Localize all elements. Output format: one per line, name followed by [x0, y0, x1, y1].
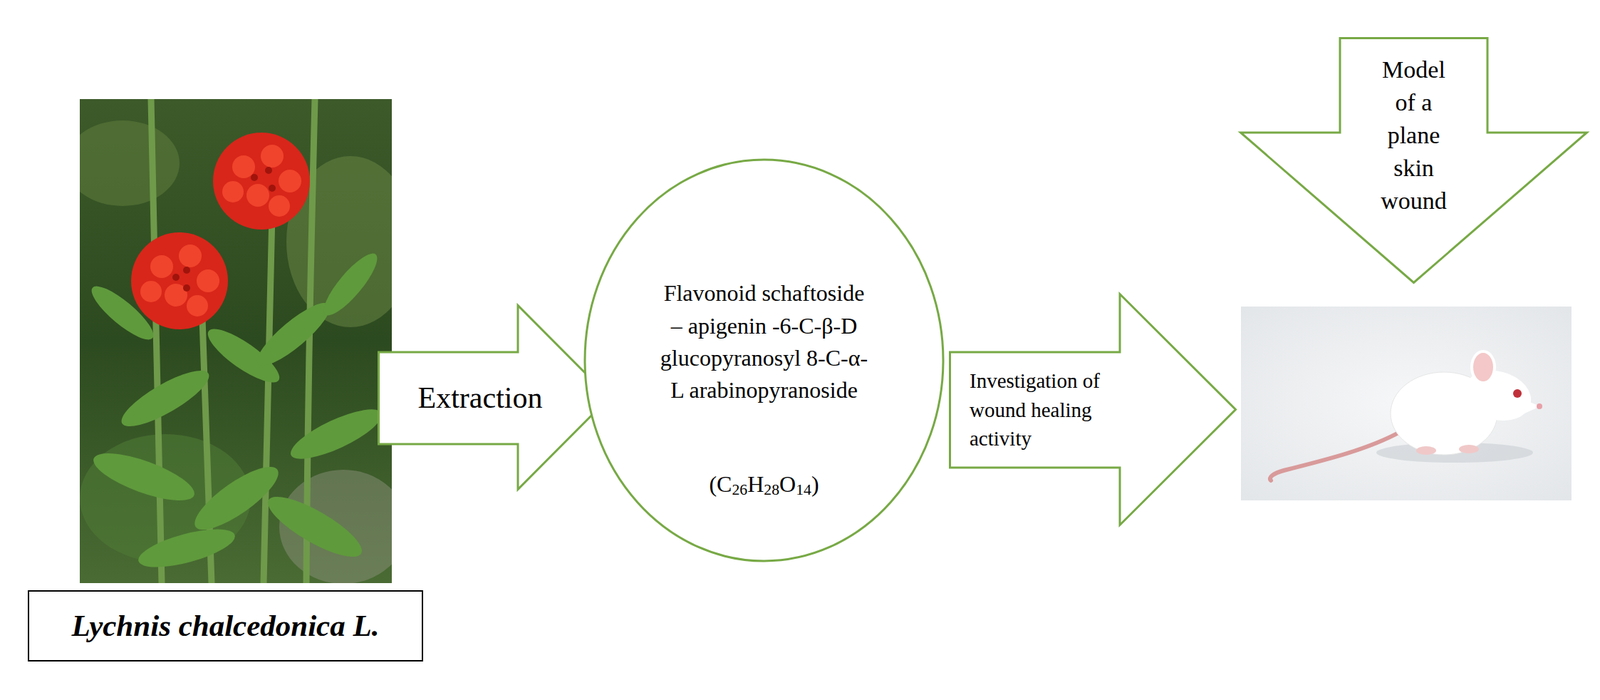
- species-label-box: Lychnis chalcedonica L.: [27, 589, 424, 662]
- node-text: Lychnis chalcedonica L.: [71, 606, 380, 644]
- wound-model-block-arrow: Model of a plane skin wound: [1239, 37, 1588, 284]
- investigation-block-arrow: Investigation of wound healing activity: [948, 292, 1237, 526]
- text-region: Flavonoid schaftoside – apigenin -6-C-β-…: [653, 220, 875, 464]
- text-region: Investigation of wound healing activity: [958, 354, 1152, 466]
- node-text: Investigation of wound healing activity: [969, 366, 1141, 454]
- extraction-block-arrow: Extraction: [377, 304, 611, 491]
- outline-path: [378, 305, 610, 490]
- compound-ellipse: Flavonoid schaftoside – apigenin -6-C-β-…: [583, 158, 945, 563]
- text-region: Extraction: [387, 354, 573, 442]
- outline-path: [584, 159, 944, 561]
- outline-path: [28, 590, 423, 661]
- node-text: Flavonoid schaftoside – apigenin -6-C-β-…: [657, 277, 872, 407]
- node-text: (C26H28O14): [708, 469, 819, 501]
- outline-path: [1240, 38, 1588, 283]
- text-region: (C26H28O14): [653, 464, 875, 505]
- outline-path: [950, 294, 1236, 526]
- mouse-photo: [1240, 306, 1572, 501]
- plant-photo: [79, 99, 392, 583]
- text-region: Lychnis chalcedonica L.: [33, 594, 418, 657]
- node-text: Extraction: [418, 379, 543, 416]
- text-region: Model of a plane skin wound: [1339, 45, 1488, 226]
- node-text: Model of a plane skin wound: [1372, 53, 1457, 217]
